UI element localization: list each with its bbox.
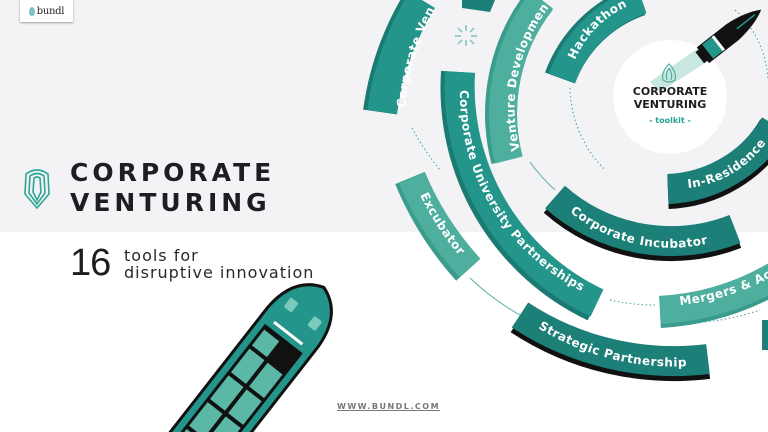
tool-arc-excubator[interactable]: Excubator bbox=[395, 171, 481, 281]
title-line-1: CORPORATE bbox=[70, 158, 276, 187]
crest-icon bbox=[24, 169, 50, 210]
tool-arc-mergers-acquisitions[interactable]: Mergers & Ac bbox=[658, 263, 768, 328]
center-badge-circle bbox=[613, 40, 727, 154]
title-line-2: VENTURING bbox=[70, 188, 271, 217]
center-drop-icon bbox=[662, 63, 676, 83]
bundl-logo[interactable]: bundl bbox=[20, 0, 73, 22]
subtitle-line-2: disruptive innovation bbox=[124, 263, 315, 282]
center-badge-title: CORPORATE VENTURING bbox=[620, 85, 720, 111]
center-badge-tag: - toolkit - bbox=[649, 116, 691, 125]
drop-icon bbox=[28, 6, 35, 16]
center-title-line-2: VENTURING bbox=[633, 98, 707, 111]
website-link[interactable]: WWW.BUNDL.COM bbox=[337, 402, 441, 411]
subtitle-text: tools for disruptive innovation bbox=[124, 247, 314, 281]
logo-text: bundl bbox=[36, 5, 65, 17]
tool-arc-corporate-incubator[interactable]: Corporate Incubator bbox=[543, 185, 742, 262]
container-ship-icon bbox=[142, 283, 333, 432]
page-title: CORPORATE VENTURING bbox=[70, 158, 275, 218]
tool-arc-venture-development[interactable]: Venture Developmen bbox=[485, 0, 554, 165]
center-title-line-1: CORPORATE bbox=[632, 85, 708, 98]
tool-count: 16 bbox=[70, 242, 111, 284]
subtitle-line-1: tools for bbox=[124, 246, 199, 265]
rocket-icon bbox=[695, 9, 762, 64]
tool-arc-corporate-venture[interactable]: Corporate Ven bbox=[363, 0, 437, 115]
tool-arc-corporate-university[interactable]: Corporate University Partnerships bbox=[440, 70, 604, 321]
sparkle-icon bbox=[455, 25, 477, 46]
